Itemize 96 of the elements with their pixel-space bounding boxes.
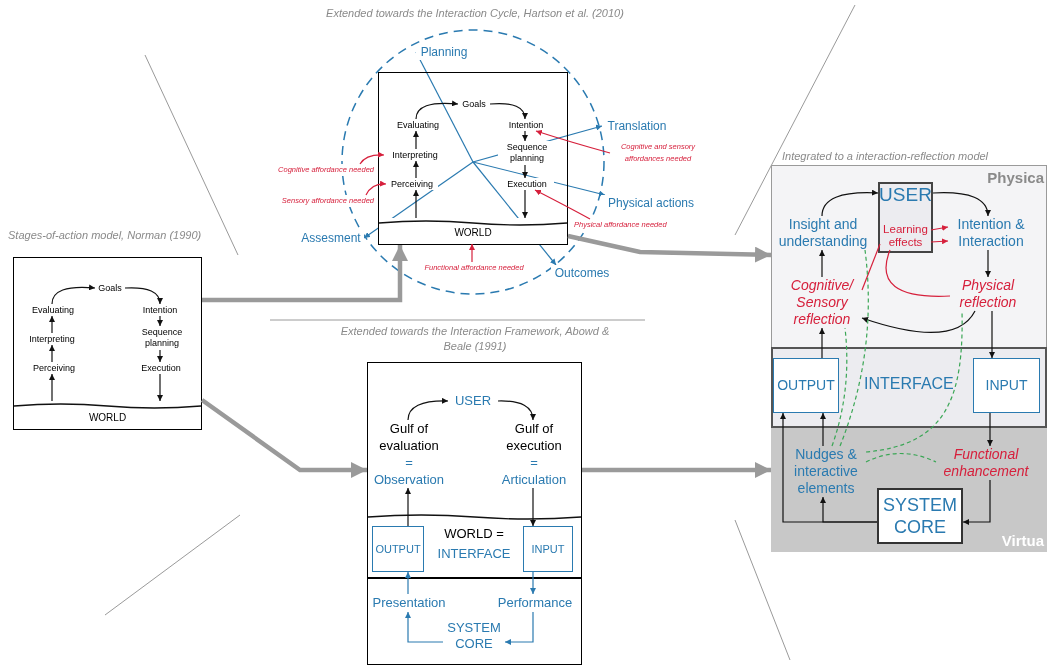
arrow bbox=[359, 151, 385, 165]
equals-sign: = bbox=[530, 454, 538, 471]
stage-label: Insight and understanding bbox=[773, 216, 873, 250]
arrow bbox=[820, 412, 826, 447]
arrow bbox=[819, 327, 825, 359]
arrow bbox=[534, 189, 591, 220]
arrow bbox=[530, 571, 536, 595]
connector-line bbox=[861, 243, 881, 291]
arrow bbox=[51, 284, 96, 305]
arrow bbox=[567, 233, 772, 263]
arrow bbox=[415, 100, 459, 120]
arrow bbox=[405, 611, 444, 643]
region-panel bbox=[771, 428, 1047, 552]
box-title: USER bbox=[878, 184, 933, 206]
arrow bbox=[157, 349, 163, 363]
caption: Stages-of-action model, Norman (1990) bbox=[8, 228, 203, 243]
arrow bbox=[504, 611, 534, 645]
arrow bbox=[930, 225, 949, 231]
arrow bbox=[49, 373, 55, 402]
caption: Extended towards the Interaction Framework, Abowd & Beale (1991) bbox=[340, 324, 610, 354]
stage-label: Observation bbox=[373, 471, 445, 488]
arrow bbox=[157, 315, 163, 327]
arrow bbox=[861, 310, 976, 333]
band-label: INTERFACE bbox=[436, 545, 512, 562]
arrow bbox=[200, 398, 367, 478]
region-label: Physica bbox=[987, 169, 1044, 187]
arrow bbox=[962, 479, 991, 525]
arrow bbox=[157, 373, 163, 402]
input-box: INPUT bbox=[973, 358, 1040, 413]
region-label: WORLD bbox=[87, 411, 128, 425]
band-label: INTERFACE bbox=[864, 374, 954, 394]
system-core-box: SYSTEM CORE bbox=[877, 488, 963, 544]
caption: Integrated to a interaction-reflection model bbox=[782, 149, 990, 164]
arrow bbox=[819, 249, 825, 278]
arrow bbox=[535, 130, 611, 154]
arrow bbox=[472, 161, 606, 197]
system-core-label: SYSTEM CORE bbox=[443, 618, 505, 654]
arrow bbox=[522, 189, 528, 219]
model-panel bbox=[378, 72, 568, 245]
arrow bbox=[405, 487, 411, 527]
stage-label: Presentation bbox=[366, 594, 452, 612]
arrow bbox=[363, 161, 474, 239]
actor-label: USER bbox=[448, 393, 498, 409]
arrow bbox=[930, 238, 949, 245]
stage-label: Gulf of evaluation bbox=[378, 420, 440, 454]
interface-band bbox=[771, 347, 1047, 428]
output-box: OUTPUT bbox=[773, 358, 839, 413]
stage-label: Performance bbox=[492, 594, 578, 612]
user-box bbox=[878, 182, 933, 253]
arrow bbox=[780, 412, 878, 523]
stage-label: Intention & Interaction bbox=[948, 216, 1034, 250]
world-band bbox=[379, 218, 567, 244]
band-label: WORLD = bbox=[443, 525, 505, 542]
stage-label: Nudges & interactive elements bbox=[786, 446, 866, 497]
arrow bbox=[469, 243, 475, 263]
arrow bbox=[522, 164, 528, 179]
arrow bbox=[522, 130, 528, 142]
arrow bbox=[985, 249, 991, 278]
connector-line bbox=[865, 452, 937, 463]
arrow bbox=[49, 344, 55, 363]
arrow bbox=[582, 462, 771, 478]
arrow bbox=[405, 571, 411, 595]
arrow bbox=[413, 130, 419, 150]
annotation-label: Learning effects bbox=[880, 222, 931, 250]
connector-line bbox=[865, 310, 963, 453]
arrow bbox=[49, 315, 55, 334]
connector-line bbox=[885, 249, 951, 297]
arrow bbox=[124, 287, 163, 305]
connector-line bbox=[831, 327, 848, 447]
equals-sign: = bbox=[405, 454, 413, 471]
region-label: WORLD bbox=[453, 226, 493, 240]
reflection-label: Physical reflection bbox=[950, 277, 1026, 311]
stage-label: Goals bbox=[95, 282, 125, 294]
arrow bbox=[989, 310, 995, 359]
arrow bbox=[365, 180, 387, 196]
enhancement-label: Functional enhancement bbox=[936, 446, 1036, 480]
arrow bbox=[489, 103, 528, 120]
stage-label: Articulation bbox=[501, 471, 567, 488]
output-box: OUTPUT bbox=[372, 526, 424, 572]
arrow bbox=[202, 245, 408, 303]
arrow bbox=[530, 487, 536, 527]
model-panel bbox=[367, 362, 582, 665]
arrow bbox=[407, 398, 449, 421]
arrow bbox=[497, 400, 536, 421]
reflection-label: Cognitive/ Sensory reflection bbox=[782, 277, 862, 328]
arrow bbox=[987, 412, 993, 447]
caption: Extended towards the Interaction Cycle, Hartson et al. (2010) bbox=[325, 6, 625, 21]
region-panel bbox=[771, 165, 1047, 348]
arrow bbox=[821, 189, 879, 217]
stage-label: Gulf of execution bbox=[505, 420, 563, 454]
input-box: INPUT bbox=[523, 526, 573, 572]
arrow bbox=[413, 189, 419, 219]
connector-line bbox=[839, 249, 869, 447]
arrow bbox=[932, 192, 991, 217]
model-panel bbox=[13, 257, 202, 430]
arrow bbox=[413, 160, 419, 179]
